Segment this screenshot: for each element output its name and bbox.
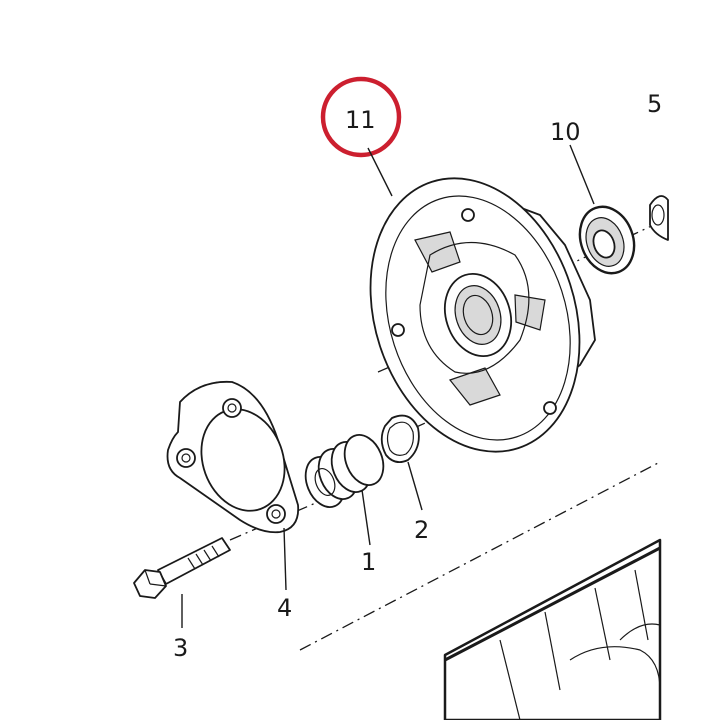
part-2-ring [380, 414, 420, 464]
callout-1: 1 [361, 548, 376, 576]
callout-5: 5 [647, 90, 662, 118]
part-3-bolt [133, 537, 231, 599]
callout-10: 10 [550, 118, 581, 146]
part-4-gasket [166, 380, 300, 534]
callout-2: 2 [414, 516, 429, 544]
part-10-bearing [578, 205, 636, 275]
leader-lines [181, 144, 595, 628]
highlight-circle [320, 76, 402, 158]
part-11-cover [369, 177, 596, 453]
callout-4: 4 [277, 594, 292, 622]
part-1-spring [304, 434, 385, 508]
callout-11: 11 [345, 106, 376, 134]
housing-body [443, 538, 662, 720]
part-5-shaft [649, 195, 669, 241]
callout-3: 3 [173, 634, 188, 662]
